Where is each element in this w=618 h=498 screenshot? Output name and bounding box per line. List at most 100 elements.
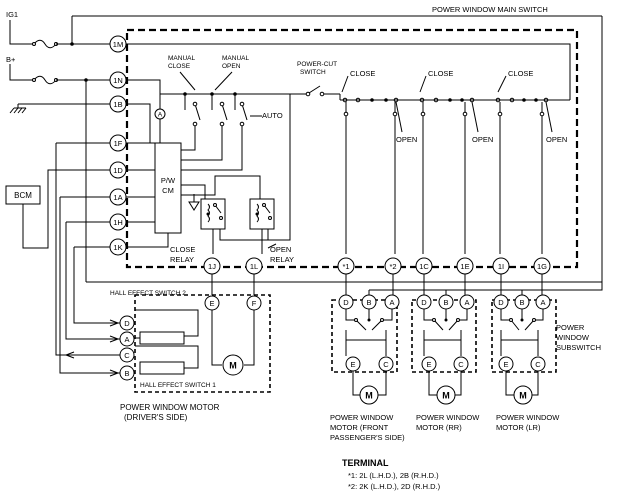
svg-text:A: A — [124, 335, 129, 344]
terminal-note-1: *1: 2L (L.H.D.), 2B (R.H.D.) — [348, 471, 439, 480]
manual-open-label-2: OPEN — [222, 63, 241, 70]
terminal-1H: 1H — [109, 213, 127, 231]
motor-terminal-E: E — [204, 295, 220, 311]
svg-text:1D: 1D — [113, 166, 123, 175]
svg-text:C: C — [458, 360, 464, 369]
motor-rr-label-2: MOTOR (RR) — [416, 423, 462, 432]
svg-text:B: B — [366, 298, 371, 307]
ground-icon — [9, 103, 110, 114]
terminal-1A: 1A — [109, 188, 127, 206]
switch-group-lr: CLOSE OPEN — [495, 69, 570, 254]
svg-text:1A: 1A — [113, 193, 122, 202]
subswitch-label-3: SUBSWITCH — [556, 343, 601, 352]
svg-text:D: D — [498, 298, 504, 307]
terminal-star2: *2 — [384, 257, 402, 275]
ig1-label: IG1 — [6, 10, 18, 19]
motor-terminal-D: D — [119, 315, 135, 331]
open-relay-label-1: OPEN — [270, 245, 291, 254]
svg-text:1L: 1L — [250, 262, 258, 271]
svg-text:BCM: BCM — [14, 191, 32, 200]
svg-text:F: F — [252, 299, 257, 308]
open-label-1: OPEN — [396, 135, 417, 144]
svg-text:*1: *1 — [342, 262, 349, 271]
power-cut-switch — [290, 85, 340, 97]
svg-text:D: D — [343, 298, 349, 307]
svg-text:CM: CM — [162, 186, 174, 195]
terminal-1L: 1L — [245, 257, 263, 275]
ammeter-icon: A — [154, 108, 166, 120]
svg-text:1B: 1B — [113, 100, 122, 109]
svg-text:A: A — [540, 298, 545, 307]
fuse-ig1 — [32, 39, 58, 49]
svg-text:1K: 1K — [113, 243, 122, 252]
motor-front-label-2: MOTOR (FRONT — [330, 423, 389, 432]
close-relay — [200, 198, 226, 230]
motor-terminal-F: F — [246, 295, 262, 311]
svg-text:B: B — [443, 298, 448, 307]
svg-text:M: M — [229, 361, 237, 371]
diagram-title: POWER WINDOW MAIN SWITCH — [432, 5, 548, 14]
switch-group-rr: CLOSE OPEN — [419, 69, 493, 254]
close-label-2: CLOSE — [428, 69, 453, 78]
terminal-1E: 1E — [456, 257, 474, 275]
subswitch-rr: D B A E C M — [411, 274, 477, 405]
terminal-star1: *1 — [337, 257, 355, 275]
motor-lr-label-1: POWER WINDOW — [496, 413, 560, 422]
terminal-1B: 1B — [109, 95, 127, 113]
motor-rr-label-1: POWER WINDOW — [416, 413, 480, 422]
auto-label: AUTO — [262, 111, 283, 120]
svg-text:E: E — [350, 360, 355, 369]
open-label-3: OPEN — [546, 135, 567, 144]
fuse-bplus — [32, 75, 58, 85]
svg-text:M: M — [519, 391, 527, 401]
hall2-label: HALL EFFECT SWITCH 2 — [110, 290, 186, 297]
hall1-label: HALL EFFECT SWITCH 1 — [140, 382, 216, 389]
driver-motor-label-2: (DRIVER'S SIDE) — [124, 413, 188, 422]
motor-terminal-A: A — [119, 331, 135, 347]
bplus-label: B+ — [6, 55, 16, 64]
terminal-heading: TERMINAL — [342, 458, 389, 468]
svg-text:B: B — [519, 298, 524, 307]
svg-text:M: M — [365, 391, 373, 401]
terminal-1G: 1G — [533, 257, 551, 275]
power-cut-label-2: SWITCH — [300, 69, 326, 76]
terminal-note-2: *2: 2K (L.H.D.), 2D (R.H.D.) — [348, 482, 441, 491]
svg-text:1M: 1M — [113, 40, 123, 49]
svg-text:B: B — [124, 369, 129, 378]
pwcm-module: P/W CM — [154, 142, 182, 234]
driver-motor-label-1: POWER WINDOW MOTOR — [120, 403, 220, 412]
svg-text:A: A — [464, 298, 469, 307]
svg-text:1I: 1I — [498, 262, 504, 271]
svg-text:C: C — [124, 351, 130, 360]
driver-motor-boundary — [134, 294, 271, 393]
svg-text:1F: 1F — [114, 139, 123, 148]
terminal-1C: 1C — [415, 257, 433, 275]
svg-text:1J: 1J — [208, 262, 216, 271]
subswitch-label-1: POWER — [556, 323, 585, 332]
motor-lr-label-2: MOTOR (LR) — [496, 423, 541, 432]
svg-text:C: C — [383, 360, 389, 369]
close-relay-label-1: CLOSE — [170, 245, 195, 254]
motor-front-label-3: PASSENGER'S SIDE) — [330, 433, 405, 442]
manual-close-label-2: CLOSE — [168, 63, 191, 70]
bcm-module: BCM — [5, 185, 41, 205]
svg-text:D: D — [421, 298, 427, 307]
close-label-1: CLOSE — [350, 69, 375, 78]
svg-text:1E: 1E — [460, 262, 469, 271]
motor-terminal-B: B — [119, 365, 135, 381]
manual-switch-group — [179, 71, 248, 171]
close-relay-label-2: RELAY — [170, 255, 194, 264]
switch-group-front: CLOSE OPEN — [339, 69, 417, 254]
main-switch-boundary — [125, 28, 579, 269]
open-relay — [249, 198, 275, 230]
svg-text:P/W: P/W — [161, 176, 176, 185]
svg-text:A: A — [389, 298, 394, 307]
power-cut-label-1: POWER-CUT — [297, 61, 337, 68]
manual-close-label-1: MANUAL — [168, 55, 195, 62]
driver-motor-icon: M — [222, 354, 244, 376]
terminal-1F: 1F — [109, 134, 127, 152]
motor-front-label-1: POWER WINDOW — [330, 413, 394, 422]
diode-icon — [188, 201, 200, 211]
